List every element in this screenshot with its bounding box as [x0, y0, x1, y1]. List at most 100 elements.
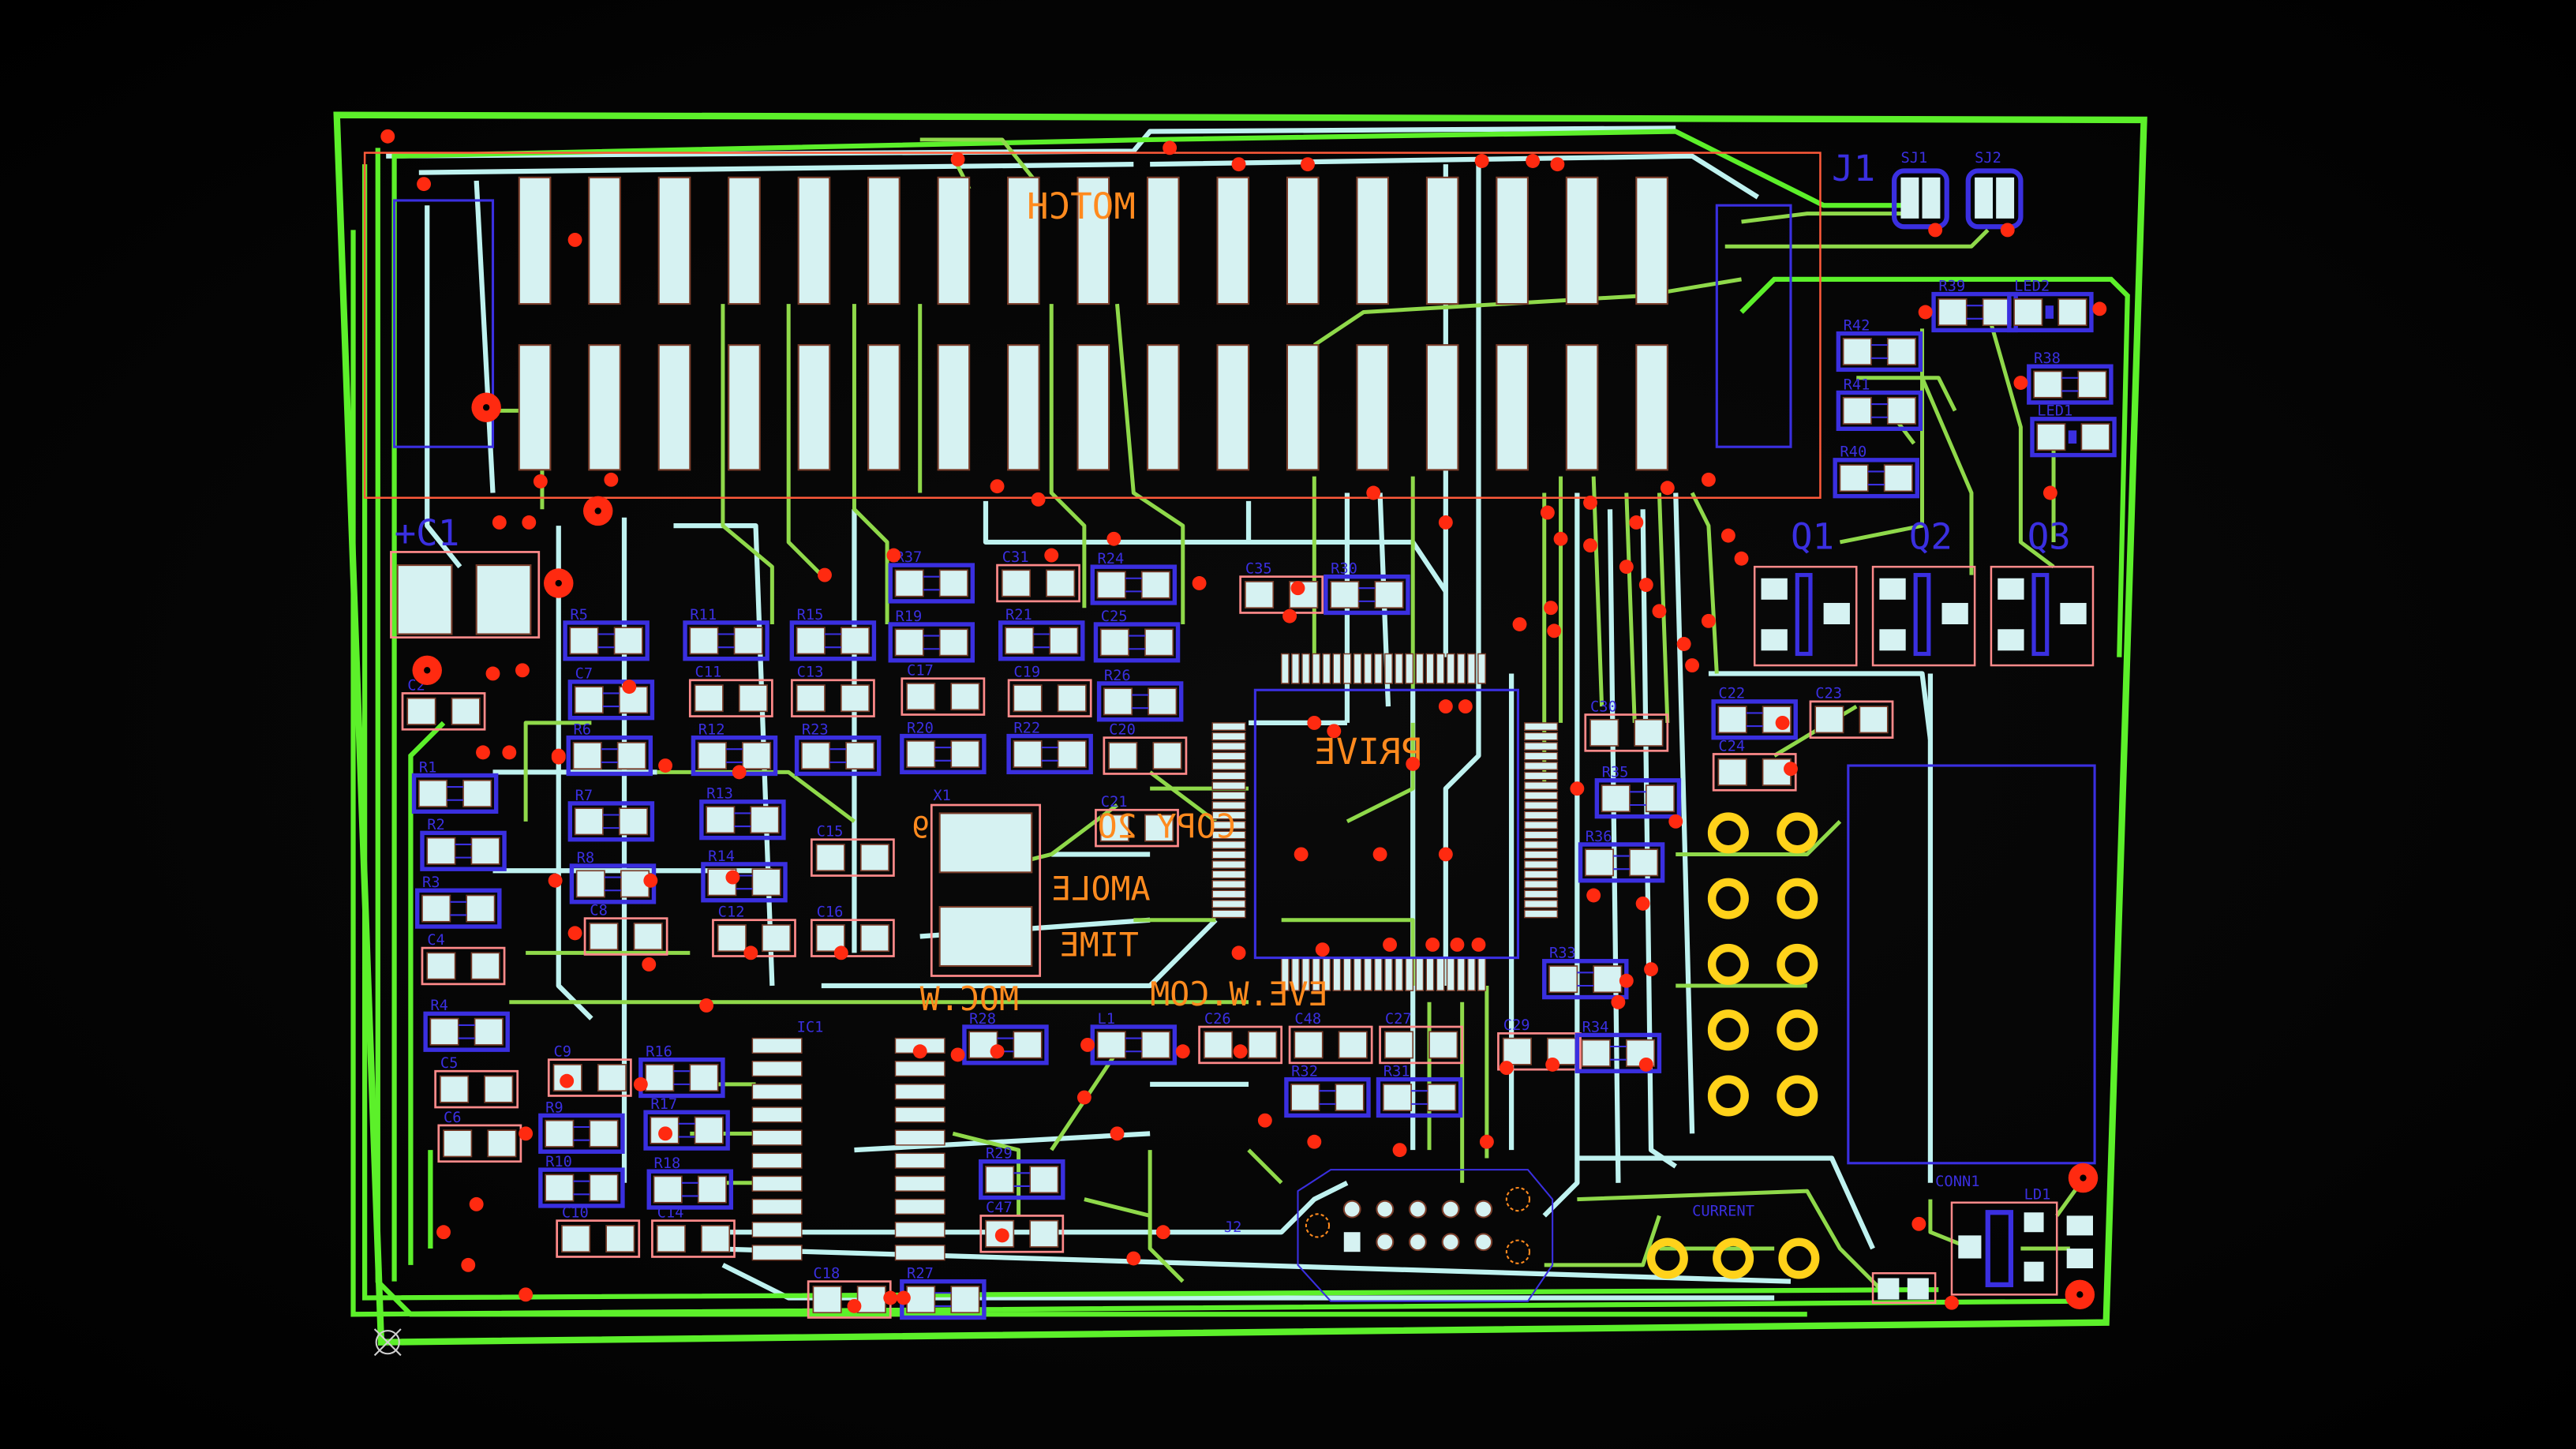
- footprint-outline: [1090, 564, 1178, 605]
- through-hole-pad: [1777, 1009, 1818, 1051]
- component-label-r28: R28: [969, 1011, 996, 1028]
- component-label-r27: R27: [907, 1266, 934, 1282]
- smd-pad: [859, 844, 889, 872]
- component-label-c23: C23: [1815, 686, 1842, 702]
- smd-pad: [1761, 578, 1788, 600]
- smd-pad: [561, 1225, 591, 1253]
- top-trace: [1591, 476, 1604, 707]
- component-c27: C27: [1379, 1011, 1464, 1065]
- via: [1307, 715, 1322, 730]
- smd-pad: [938, 906, 1033, 968]
- footprint-outline: [2030, 417, 2117, 458]
- qfp-pad: [1211, 791, 1246, 800]
- smd-pad: [859, 924, 889, 953]
- via: [1233, 1044, 1248, 1059]
- component-label-r42: R42: [1844, 317, 1870, 334]
- via: [1629, 515, 1644, 530]
- via: [567, 926, 582, 941]
- smd-pad: [656, 1225, 686, 1253]
- smd-pad: [1761, 629, 1788, 651]
- smd-pad: [1938, 298, 1968, 326]
- qfp-pad: [1415, 957, 1425, 991]
- qfp-pad: [1280, 653, 1290, 684]
- connector-pad: [1425, 344, 1459, 471]
- component-r28: R28: [962, 1011, 1049, 1065]
- component-label-led1: LED1: [2037, 403, 2072, 420]
- smd-pad: [1103, 687, 1133, 716]
- via: [1928, 223, 1943, 238]
- component-r3: R3: [415, 874, 502, 929]
- connector-pad: [937, 176, 971, 305]
- component-c24: C24: [1712, 738, 1797, 792]
- footprint-outline: [1239, 575, 1324, 614]
- component-label-c48: C48: [1294, 1011, 1321, 1028]
- sj2-label: SJ2: [1975, 150, 2001, 167]
- smd-pad: [426, 837, 456, 865]
- via: [1231, 157, 1246, 172]
- smd-pad: [1839, 464, 1869, 492]
- component-c47: C47: [979, 1200, 1065, 1253]
- qfp-pad: [1477, 653, 1486, 684]
- bottom-trace: [1577, 1155, 1875, 1250]
- component-label-c13: C13: [797, 665, 824, 681]
- component-label-c15: C15: [817, 824, 844, 841]
- smd-pad: [653, 1175, 683, 1204]
- component-c21: C21: [1095, 794, 1179, 848]
- top-trace: [1346, 722, 1415, 824]
- via: [1126, 1251, 1141, 1266]
- qfp-pad: [1456, 653, 1466, 684]
- j2-label: J2: [1224, 1219, 1242, 1236]
- qfp-pad: [1211, 860, 1246, 869]
- footprint-outline: [423, 1011, 510, 1052]
- component-label-c26: C26: [1204, 1011, 1231, 1028]
- mount-hole: [1505, 1186, 1531, 1212]
- smd-pad: [1878, 1278, 1900, 1300]
- component-label-r34: R34: [1582, 1019, 1609, 1035]
- bottom-trace: [854, 1131, 1151, 1153]
- qfp-pad: [1524, 781, 1559, 790]
- via: [1784, 762, 1798, 777]
- via: [1775, 715, 1790, 730]
- component-c19: C19: [1007, 665, 1092, 717]
- header-pin: [1441, 1233, 1460, 1252]
- connector-pad: [1286, 176, 1320, 305]
- footprint-outline: [979, 1159, 1065, 1200]
- smd-pad: [2013, 298, 2043, 326]
- qfp-pad: [1211, 771, 1246, 781]
- footprint-outline: [538, 1113, 625, 1154]
- component-r24: R24: [1090, 551, 1178, 605]
- component-r18: R18: [646, 1155, 734, 1210]
- top-layer-traces: [350, 129, 2130, 1317]
- led-mark: [2068, 430, 2077, 444]
- footprint-outline: [1095, 808, 1179, 848]
- footprint-outline: [1006, 733, 1093, 775]
- smd-pad: [1645, 784, 1676, 813]
- smd-pad: [1046, 569, 1076, 597]
- connector-j2: J2: [1224, 1169, 1554, 1302]
- component-label-c19: C19: [1013, 665, 1040, 681]
- transistor-body: [2031, 572, 2050, 657]
- qfp-pad: [1211, 751, 1246, 761]
- component-label-c35: C35: [1245, 560, 1272, 577]
- footprint-outline: [1096, 681, 1184, 722]
- via: [1553, 531, 1568, 546]
- connector-keepout-right: [1715, 204, 1792, 448]
- qfp-pad: [1456, 957, 1466, 991]
- vias-layer: [380, 129, 2107, 1313]
- via: [1652, 604, 1667, 619]
- qfp-pad: [1211, 722, 1246, 732]
- component-label-r18: R18: [653, 1155, 680, 1172]
- bottom-silk-text: EVE.W.COM: [1150, 975, 1328, 1013]
- smd-pad: [845, 742, 875, 770]
- component-r37: R37: [888, 549, 975, 604]
- via: [1458, 699, 1473, 714]
- component-label-c20: C20: [1109, 721, 1136, 738]
- connector-pad: [728, 176, 761, 305]
- component-label-r16: R16: [646, 1043, 672, 1060]
- via: [1544, 601, 1559, 616]
- top-trace: [919, 137, 1037, 182]
- connector-pad: [867, 176, 900, 305]
- component-c22: C22: [1711, 686, 1798, 740]
